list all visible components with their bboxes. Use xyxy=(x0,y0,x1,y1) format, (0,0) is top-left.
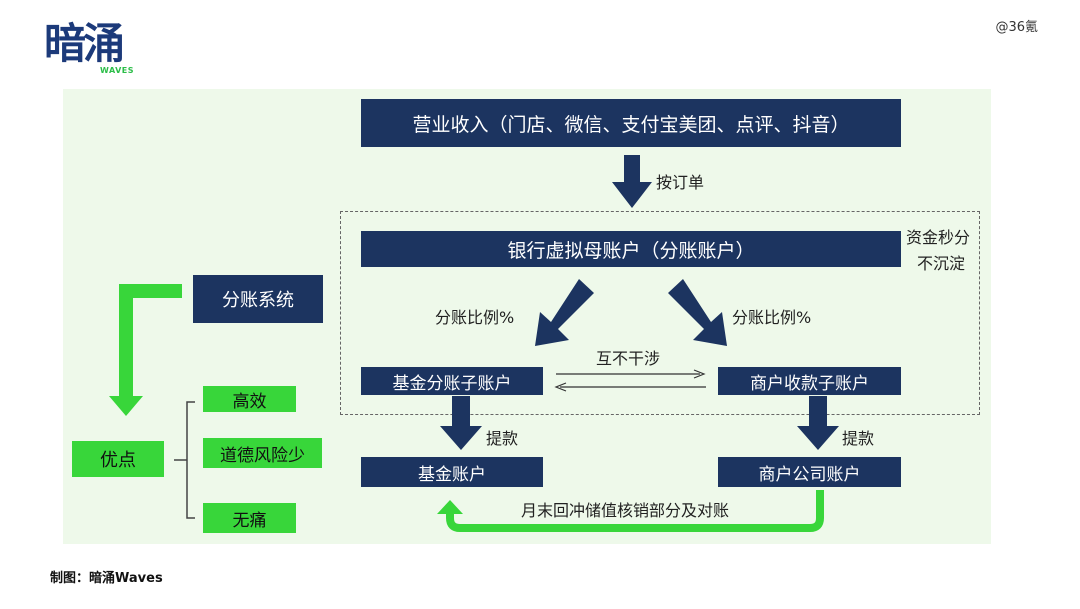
logo-subtext: WAVES xyxy=(100,66,135,75)
arrow-month-end xyxy=(446,490,824,532)
arrow-mutual-left-head xyxy=(554,382,567,392)
virtual-account-group xyxy=(340,211,980,415)
advantages-bracket xyxy=(174,401,195,519)
figure-caption: 制图：暗涌Waves xyxy=(50,571,163,586)
fund-sub-account-box: 基金分账子账户 xyxy=(361,367,543,395)
arrow-split-right xyxy=(668,279,727,346)
side-note-line2: 不沉淀 xyxy=(917,254,966,273)
withdraw-left-label: 提款 xyxy=(486,429,519,448)
fund-account-box: 基金账户 xyxy=(361,457,543,487)
merchant-company-account-box: 商户公司账户 xyxy=(718,457,901,487)
split-ratio-right: 分账比例% xyxy=(732,308,812,327)
arrow-split-left xyxy=(535,279,594,346)
order-label: 按订单 xyxy=(656,173,705,192)
arrow-mutual-right-head xyxy=(693,369,706,379)
mutual-label: 互不干涉 xyxy=(596,349,661,368)
adv-item-painless: 无痛 xyxy=(203,503,296,533)
revenue-box: 营业收入（门店、微信、支付宝美团、点评、抖音） xyxy=(361,99,901,147)
merchant-sub-account-box: 商户收款子账户 xyxy=(718,367,901,395)
bank-virtual-account-box: 银行虚拟母账户（分账账户） xyxy=(361,231,901,267)
split-system-box: 分账系统 xyxy=(193,275,323,323)
withdraw-right-label: 提款 xyxy=(842,429,875,448)
arrow-split-system xyxy=(119,284,182,396)
side-note-line1: 资金秒分 xyxy=(906,228,971,247)
split-ratio-left: 分账比例% xyxy=(435,308,515,327)
brand-logo: 暗涌 WAVES xyxy=(44,18,134,80)
arrow-order xyxy=(612,155,652,208)
adv-item-less-moral-hazard: 道德风险少 xyxy=(203,438,322,468)
arrow-withdraw-left xyxy=(440,396,482,450)
watermark: @36氪 xyxy=(995,20,1038,35)
arrow-month-end-head xyxy=(437,500,463,514)
month-end-label: 月末回冲储值核销部分及对账 xyxy=(521,501,730,520)
adv-item-efficient: 高效 xyxy=(203,386,296,412)
arrow-split-system-head xyxy=(109,396,143,416)
advantages-box: 优点 xyxy=(72,441,164,477)
arrow-withdraw-right xyxy=(797,396,839,450)
logo-text: 暗涌 xyxy=(44,19,125,68)
